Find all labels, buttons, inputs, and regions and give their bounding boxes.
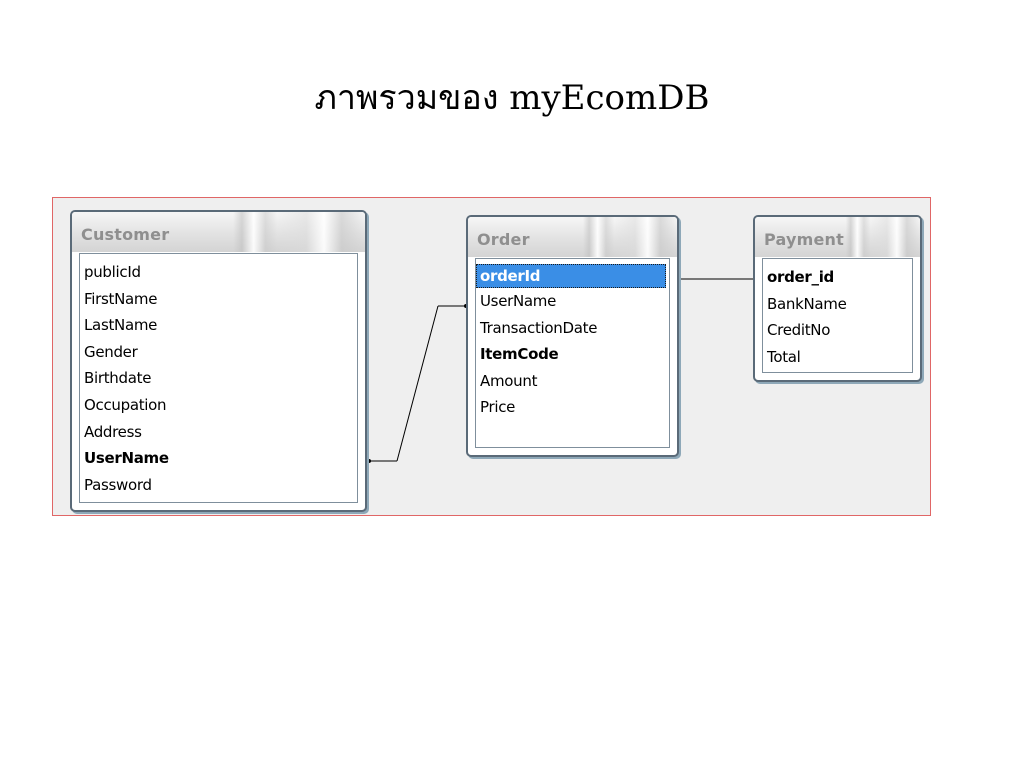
table-customer[interactable]: Customer publicId FirstName LastName Gen… <box>70 210 367 512</box>
field-order-id[interactable]: order_id <box>767 268 834 286</box>
table-header[interactable]: Customer <box>72 212 365 252</box>
field-gender[interactable]: Gender <box>84 342 138 361</box>
field-first-name[interactable]: FirstName <box>84 289 158 308</box>
field-total[interactable]: Total <box>767 347 801 366</box>
table-order[interactable]: Order orderId UserName TransactionDate I… <box>466 215 679 457</box>
field-amount[interactable]: Amount <box>480 371 538 390</box>
field-address[interactable]: Address <box>84 422 142 441</box>
field-bank-name[interactable]: BankName <box>767 294 847 313</box>
slide-title: ภาพรวมของ myEcomDB <box>314 78 710 118</box>
table-payment[interactable]: Payment order_id BankName CreditNo Total <box>753 215 922 382</box>
field-user-name[interactable]: UserName <box>480 292 557 310</box>
field-birthdate[interactable]: Birthdate <box>84 369 152 388</box>
field-item-code[interactable]: ItemCode <box>480 345 559 364</box>
field-occupation[interactable]: Occupation <box>84 395 167 414</box>
field-public-id[interactable]: publicId <box>84 263 141 281</box>
field-list: publicId FirstName LastName Gender Birth… <box>79 253 358 503</box>
field-credit-no[interactable]: CreditNo <box>767 321 831 340</box>
field-user-name[interactable]: UserName <box>84 449 169 468</box>
table-header[interactable]: Order <box>468 217 677 257</box>
table-title: Payment <box>764 230 844 249</box>
relationship-endpoint-customer <box>367 459 371 463</box>
field-password[interactable]: Password <box>84 475 152 494</box>
relationship-order-payment[interactable] <box>677 277 757 281</box>
table-title: Customer <box>81 225 170 244</box>
table-title: Order <box>477 230 530 249</box>
field-last-name[interactable]: LastName <box>84 316 158 335</box>
field-list: orderId UserName TransactionDate ItemCod… <box>475 258 670 448</box>
relationship-customer-order[interactable] <box>367 304 468 463</box>
table-header[interactable]: Payment <box>755 217 920 257</box>
field-order-id[interactable]: orderId <box>476 264 666 288</box>
field-list: order_id BankName CreditNo Total <box>762 258 913 373</box>
field-price[interactable]: Price <box>480 398 516 417</box>
field-transaction-date[interactable]: TransactionDate <box>480 318 598 337</box>
relationships-diagram: Customer publicId FirstName LastName Gen… <box>52 197 931 516</box>
